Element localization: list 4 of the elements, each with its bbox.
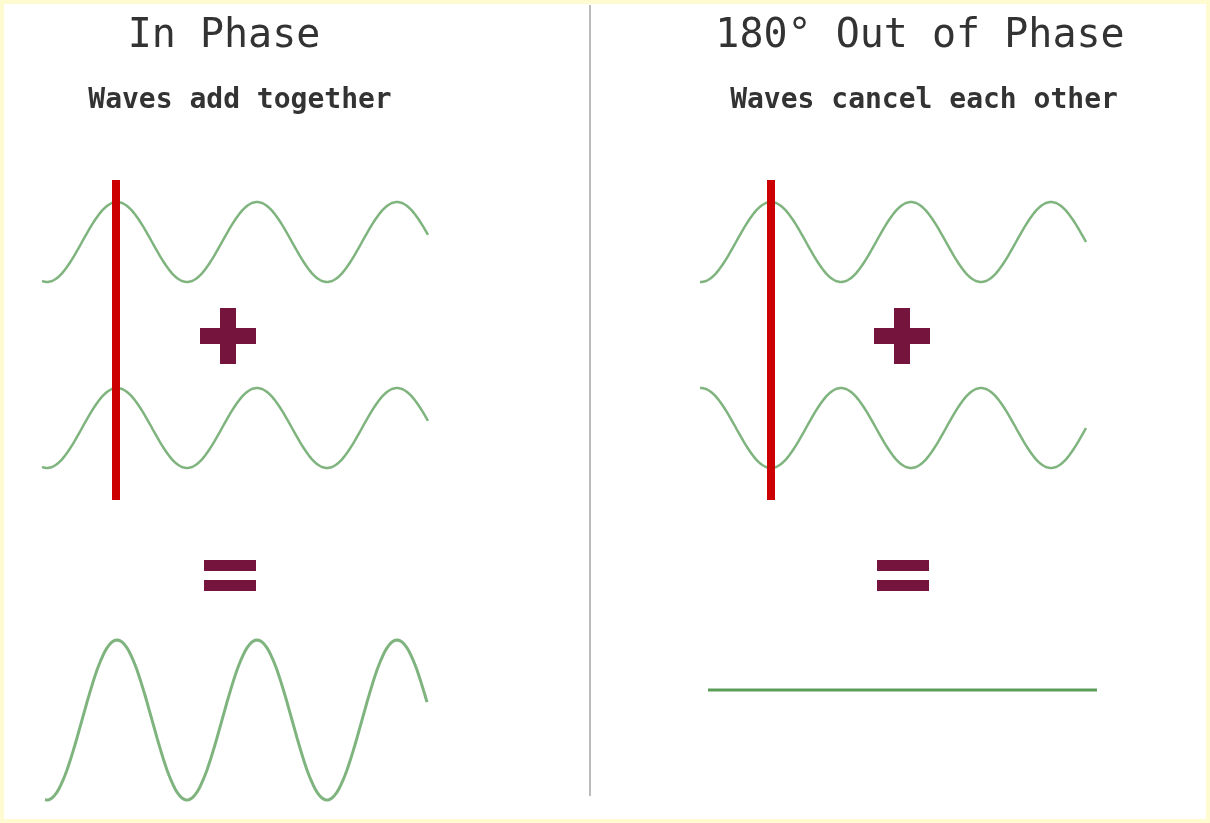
heading: 180° Out of Phase <box>715 10 1125 56</box>
subheading: Waves add together <box>88 82 392 115</box>
heading: In Phase <box>127 10 321 56</box>
subheading: Waves cancel each other <box>730 82 1118 115</box>
